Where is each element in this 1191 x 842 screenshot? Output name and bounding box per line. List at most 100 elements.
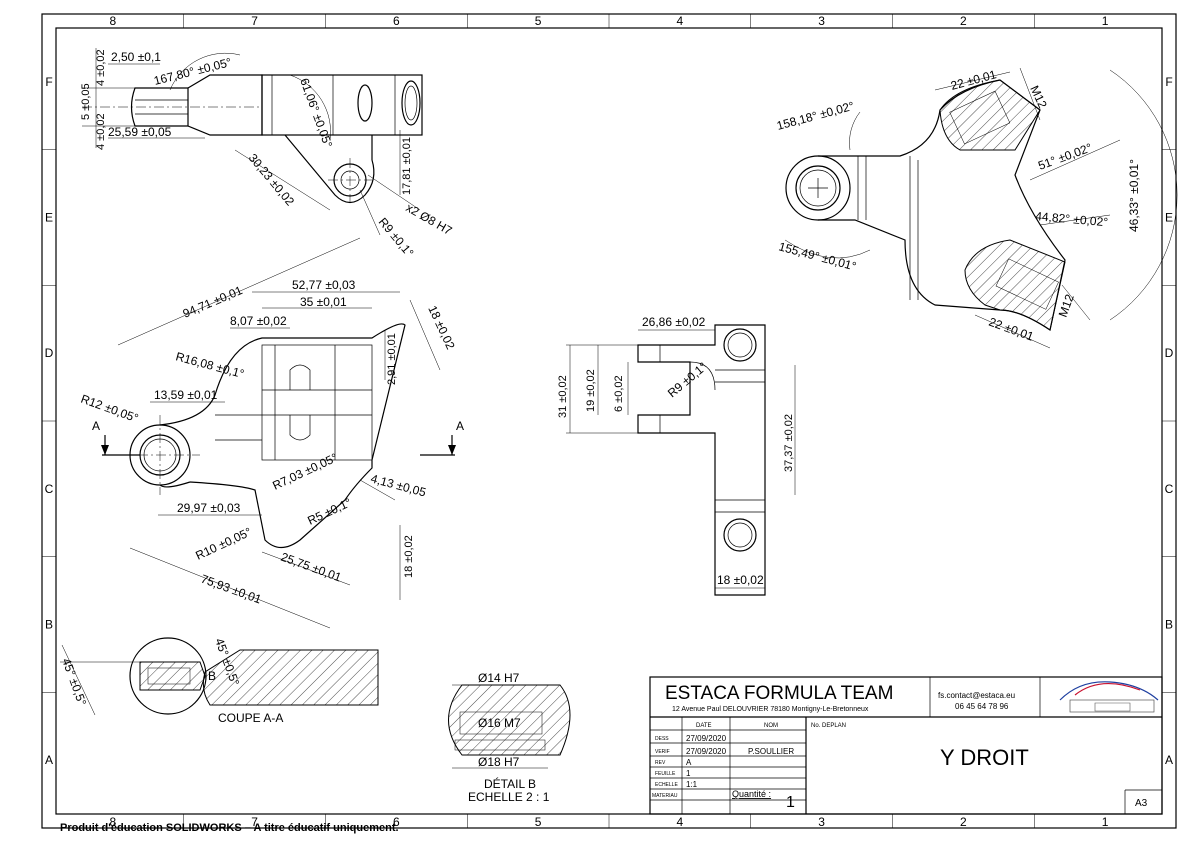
team-email: fs.contact@estaca.eu bbox=[938, 691, 1015, 700]
drawing-title: Y DROIT bbox=[940, 745, 1029, 770]
side-dim: 31 ±0,02 bbox=[557, 375, 569, 418]
side-dim: 18 ±0,02 bbox=[717, 573, 764, 587]
sheet-format: A3 bbox=[1135, 798, 1148, 809]
quantite-value: 1 bbox=[786, 794, 795, 811]
main-dim: 35 ±0,01 bbox=[300, 295, 347, 309]
top-dim: 167,80° ±0,05° bbox=[152, 55, 233, 88]
side-dim: R9 ±0,1° bbox=[665, 359, 710, 400]
grid-col-label: 1 bbox=[1102, 815, 1109, 829]
top-dim: 5 ±0,05 bbox=[80, 83, 92, 120]
detail-caption: ECHELLE 2 : 1 bbox=[468, 790, 550, 804]
main-dim: R5 ±0,1° bbox=[305, 495, 353, 528]
grid-col-label: 1 bbox=[1102, 14, 1109, 28]
no-deplan: No. DEPLAN bbox=[811, 723, 846, 729]
grid-col-label: 4 bbox=[677, 14, 684, 28]
grid-row-label: C bbox=[1165, 482, 1174, 496]
grid-col-label: 3 bbox=[818, 14, 825, 28]
detail-caption: DÉTAIL B bbox=[484, 776, 536, 791]
top-dim: 30,23 ±0,02 bbox=[246, 151, 298, 209]
team-logo bbox=[1059, 681, 1159, 713]
section-dim: B bbox=[208, 669, 216, 683]
iso-dim: 44,82° ±0,02° bbox=[1035, 209, 1109, 229]
grid-col-label: 3 bbox=[818, 815, 825, 829]
iso-dim: 158,18° ±0,02° bbox=[775, 99, 856, 133]
row-label: ECHELLE bbox=[655, 782, 678, 788]
iso-dim: 51° ±0,02° bbox=[1036, 140, 1094, 172]
grid-row-label: A bbox=[45, 753, 53, 767]
section-caption: COUPE A-A bbox=[218, 711, 283, 725]
grid-row-label: E bbox=[45, 211, 53, 225]
grid-col-label: 2 bbox=[960, 14, 967, 28]
grid-col-label: 8 bbox=[110, 815, 117, 829]
top-dim: 4 ±0,02 bbox=[95, 113, 107, 150]
side-dim: 37,37 ±0,02 bbox=[783, 414, 795, 472]
top-dim: 4 ±0,02 bbox=[95, 49, 107, 86]
grid-row-label: D bbox=[45, 346, 54, 360]
side-dim: 6 ±0,02 bbox=[613, 375, 625, 412]
team-phone: 06 45 64 78 96 bbox=[955, 702, 1009, 711]
grid-row-label: A bbox=[1165, 753, 1173, 767]
row-date: 1 bbox=[686, 769, 691, 778]
iso-dim: M12 bbox=[1056, 292, 1077, 319]
grid-row-label: F bbox=[1165, 75, 1172, 89]
iso-dim: 155,49° ±0,01° bbox=[777, 239, 858, 273]
side-dim: 19 ±0,02 bbox=[585, 369, 597, 412]
grid-col-label: 2 bbox=[960, 815, 967, 829]
grid-row-label: F bbox=[45, 75, 52, 89]
side-dim: 26,86 ±0,02 bbox=[642, 315, 706, 329]
detail-dim: Ø14 H7 bbox=[478, 671, 520, 685]
section-view: 45° ±0,5° 45° ±0,5° B COUPE A-A bbox=[59, 636, 379, 725]
main-dim: 29,97 ±0,03 bbox=[177, 501, 241, 515]
main-dim: R7,03 ±0,05° bbox=[270, 450, 340, 492]
grid-row-label: C bbox=[45, 482, 54, 496]
quantite-label: Quantité : bbox=[732, 789, 771, 799]
main-dim: 75,93 ±0,01 bbox=[199, 572, 264, 607]
grid-row-label: B bbox=[1165, 618, 1173, 632]
top-dim: 2,50 ±0,1 bbox=[111, 50, 161, 64]
main-dim: 52,77 ±0,03 bbox=[292, 278, 356, 292]
row-date: A bbox=[686, 758, 692, 767]
main-dim: 4,13 ±0,05 bbox=[369, 471, 428, 499]
main-dim: 25,75 ±0,01 bbox=[279, 550, 344, 585]
main-dim: R10 ±0,05° bbox=[193, 525, 254, 563]
top-view: 2,50 ±0,1 167,80° ±0,05° 4 ±0,02 5 ±0,05… bbox=[80, 48, 455, 260]
row-date: 1:1 bbox=[686, 780, 698, 789]
row-label: DESS bbox=[655, 736, 669, 742]
grid-col-label: 4 bbox=[677, 815, 684, 829]
main-dim: 2,91 ±0,01 bbox=[386, 333, 398, 385]
row-label: REV bbox=[655, 760, 666, 766]
iso-view: 22 ±0,01 M12 158,18° ±0,02° 51° ±0,02° 4… bbox=[775, 67, 1178, 349]
section-mark: A bbox=[456, 419, 464, 433]
iso-dim: 22 ±0,01 bbox=[987, 315, 1036, 344]
grid-row-label: B bbox=[45, 618, 53, 632]
grid-col-label: 8 bbox=[110, 14, 117, 28]
team-name: ESTACA FORMULA TEAM bbox=[665, 683, 893, 704]
section-dim: 45° ±0,5° bbox=[59, 656, 89, 708]
grid-col-label: 6 bbox=[393, 14, 400, 28]
team-address: 12 Avenue Paul DELOUVRIER 78180 Montigny… bbox=[672, 706, 869, 713]
grid-col-label: 7 bbox=[251, 14, 258, 28]
col-nom: NOM bbox=[764, 723, 778, 729]
main-dim: R12 ±0,05° bbox=[79, 392, 140, 426]
grid-col-label: 7 bbox=[251, 815, 258, 829]
top-dim: 17,81 ±0,01 bbox=[401, 137, 413, 195]
detail-view: Ø14 H7 Ø16 M7 Ø18 H7 DÉTAIL B ECHELLE 2 … bbox=[448, 671, 571, 804]
grid-col-label: 5 bbox=[535, 14, 542, 28]
top-dim: x2 Ø8 H7 bbox=[404, 200, 455, 238]
iso-dim: 46,33° ±0,01° bbox=[1127, 159, 1141, 232]
row-label: VERIF bbox=[655, 749, 670, 755]
grid-row-label: D bbox=[1165, 346, 1174, 360]
row-label: FEUILLE bbox=[655, 771, 676, 777]
section-mark: A bbox=[92, 419, 100, 433]
detail-dim: Ø18 H7 bbox=[478, 755, 520, 769]
row-label: MATERIAU bbox=[652, 793, 678, 799]
edu-watermark: Produit d'éducation SOLIDWORKS – A titre… bbox=[60, 822, 399, 834]
row-date: 27/09/2020 bbox=[686, 734, 727, 743]
row-nom: P.SOULLIER bbox=[748, 747, 794, 756]
main-dim: 18 ±0,02 bbox=[425, 303, 458, 351]
grid-col-label: 6 bbox=[393, 815, 400, 829]
main-dim: 18 ±0,02 bbox=[403, 535, 415, 578]
side-view: 26,86 ±0,02 31 ±0,02 19 ±0,02 6 ±0,02 R9… bbox=[557, 315, 796, 596]
